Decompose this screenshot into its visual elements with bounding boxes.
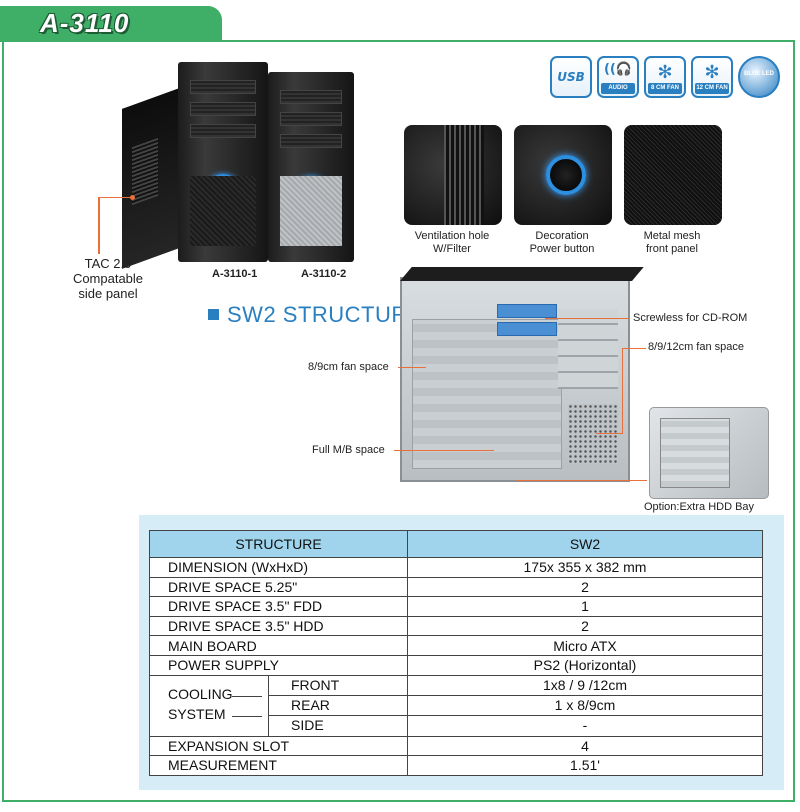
hdd-option-callout: Option:Extra HDD Bay [644,501,755,513]
table-row: DRIVE SPACE 5.25"2 [149,576,763,598]
table-row: COOLING SYSTEM FRONT REAR SIDE 1x8 / 9 /… [149,674,763,737]
rear-fan-callout: 8/9cm fan space [308,361,389,373]
fan-8cm-icon: ✻ 8 CM FAN [644,56,686,98]
blue-led-icon: BLUE LED [738,56,780,98]
model-title: A-3110 [40,8,130,38]
hdd-bay-inset-image [649,407,769,499]
model-title-tab: A-3110 [0,6,222,42]
feature-icons: USB ((🎧 AUDIO ✻ 8 CM FAN ✻ 12 CM FAN BLU… [550,56,780,98]
mesh-panel-detail-image [624,125,722,225]
cooling-side-value: - [408,715,762,735]
side-panel-callout: TAC 2.0 Compatable side panel [72,256,144,301]
cooling-front-value: 1x8 / 9 /12cm [542,676,628,693]
spec-table-panel: STRUCTURE SW2 DIMENSION (WxHxD)175x 355 … [139,515,784,790]
spec-header-model: SW2 [407,530,763,558]
screwless-callout: Screwless for CD-ROM [633,312,748,324]
structure-title: SW2 STRUCTURE [208,302,423,328]
model-label-1: A-3110-1 [212,268,258,280]
tower-silver-image [268,72,354,262]
usb-icon: USB [550,56,592,98]
cooling-front-label: FRONT [268,675,407,695]
open-chassis-image [400,267,644,482]
cooling-rear-label: REAR [268,694,407,716]
cooling-side-label: SIDE [268,715,407,736]
ventilation-detail-image [404,125,502,225]
tower-black-image [178,62,268,262]
page-frame [2,40,795,802]
audio-icon: ((🎧 AUDIO [597,56,639,98]
power-button-detail-image [514,125,612,225]
table-row: DIMENSION (WxHxD)175x 355 x 382 mm [149,557,763,578]
spec-table: STRUCTURE SW2 DIMENSION (WxHxD)175x 355 … [149,530,763,776]
side-panel-image [122,87,182,269]
mb-space-callout: Full M/B space [312,444,385,456]
model-label-2: A-3110-2 [301,268,347,280]
cooling-system-label: COOLING SYSTEM [150,676,268,736]
spec-header-structure: STRUCTURE [149,530,408,558]
cooling-rear-value: 1 x 8/9cm [408,694,762,715]
front-fan-callout: 8/9/12cm fan space [648,341,745,353]
fan-12cm-icon: ✻ 12 CM FAN [691,56,733,98]
